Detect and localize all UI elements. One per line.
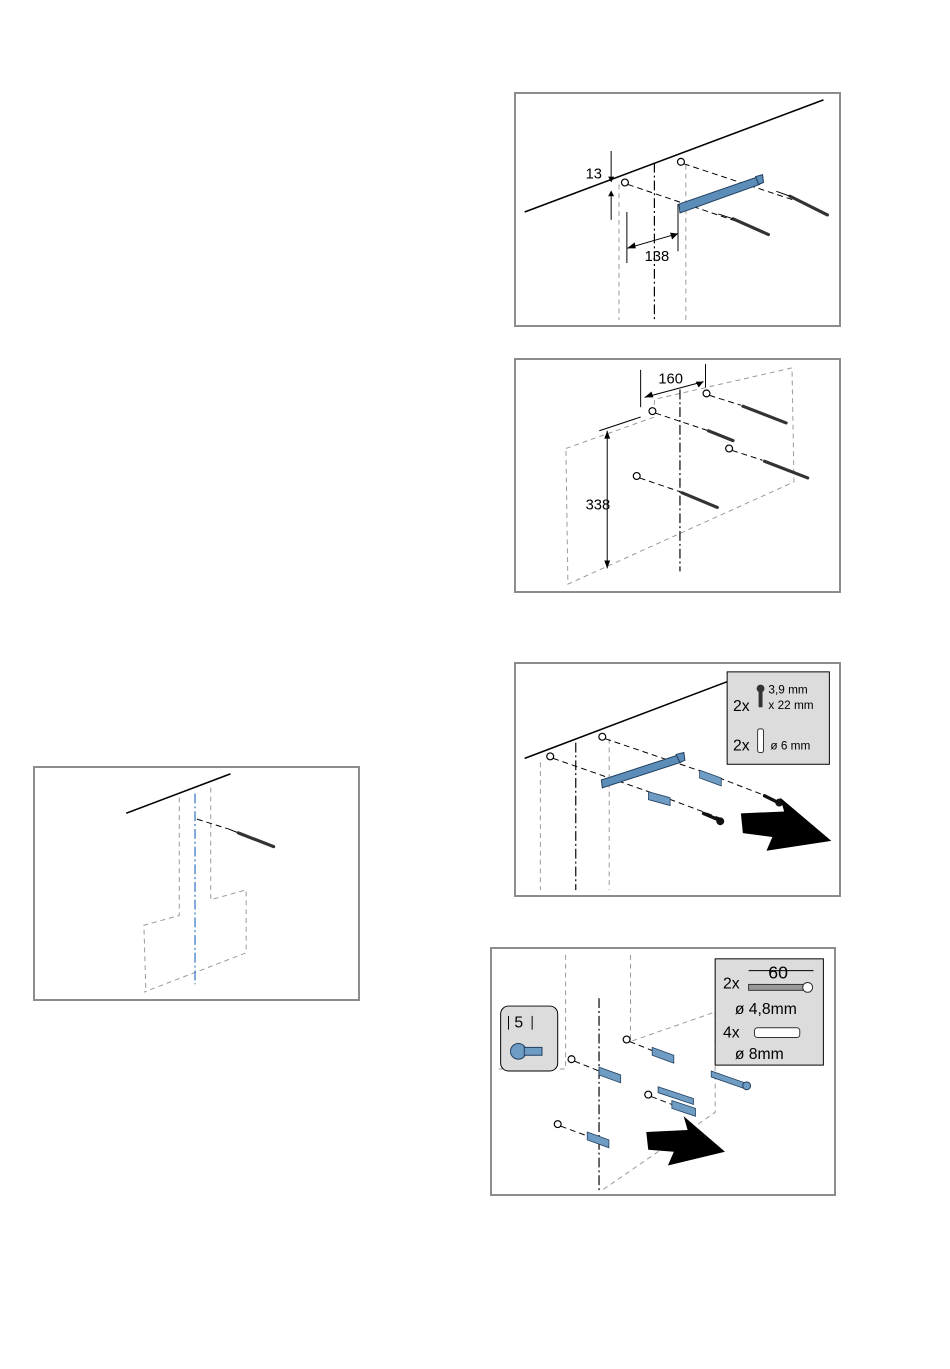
- aim-line: [684, 164, 794, 200]
- wall-plug: [700, 770, 722, 786]
- figure-appliance-fixing: 5 2x 60 ø 4,8mm 4x ø 8mm: [490, 947, 836, 1196]
- screw-depth-inset: [501, 1006, 558, 1071]
- aim-line: [651, 1097, 672, 1105]
- screw-shaft-icon: [524, 1047, 542, 1055]
- arrow-head: [604, 561, 610, 569]
- appliance-fixing-drawing: 5 2x 60 ø 4,8mm 4x ø 8mm: [492, 949, 834, 1194]
- aim-line: [553, 758, 660, 795]
- aim-line: [630, 1041, 655, 1051]
- drill-hole-marker: [554, 1121, 561, 1128]
- arrow-head: [604, 431, 610, 439]
- wall-plug-icon: [758, 729, 764, 753]
- drill-hole-marker: [726, 445, 733, 452]
- legend-qty-screw: 2x: [733, 698, 750, 715]
- ceiling-edge-line: [525, 682, 727, 759]
- screw-head: [743, 1082, 751, 1090]
- figure-bracket-marking: 13 138: [514, 92, 841, 327]
- aim-line: [732, 450, 762, 460]
- pencil: [733, 219, 768, 235]
- drill-hole-marker: [621, 179, 628, 186]
- screw-head: [716, 817, 724, 825]
- drill-hole-marker: [633, 473, 640, 480]
- pencil: [682, 493, 717, 508]
- aim-line: [197, 819, 228, 829]
- aim-line: [709, 395, 740, 405]
- mounting-bracket: [601, 754, 681, 787]
- mounting-bracket: [679, 177, 760, 213]
- wall-plug-icon: [755, 1028, 800, 1038]
- pencil: [238, 833, 273, 847]
- legend-size-plug: ø 6 mm: [770, 740, 810, 753]
- pencil: [743, 406, 786, 423]
- wall-plug: [652, 1047, 674, 1063]
- legend-length-label: 60: [768, 963, 788, 983]
- legend-size-plug: ø 8mm: [735, 1046, 784, 1063]
- screw: [764, 796, 776, 802]
- drill-hole-marker: [645, 1091, 652, 1098]
- arrow-head: [608, 190, 614, 196]
- wall-plug: [649, 792, 671, 806]
- dimension-138-label: 138: [645, 249, 670, 265]
- legend-size-screw-a: 3,9 mm: [768, 683, 807, 696]
- screw-icon: [757, 685, 765, 693]
- drill-hole-marker: [649, 408, 656, 415]
- arrow-head: [645, 391, 654, 397]
- figure-bracket-fixing: 2x 3,9 mm x 22 mm 2x ø 6 mm: [514, 662, 841, 897]
- wall-plug: [587, 1132, 609, 1148]
- drill-hole-marker: [703, 390, 710, 397]
- push-direction-arrow: [646, 1116, 725, 1165]
- drill-hole-marker: [547, 753, 554, 760]
- arrow-head: [670, 233, 678, 240]
- aim-line: [561, 1126, 588, 1136]
- aim-line: [574, 1061, 599, 1071]
- figure-wall-marking: 160 338: [514, 358, 841, 593]
- appliance-outline: [144, 797, 179, 992]
- drill-hole-marker: [568, 1056, 575, 1063]
- aim-line: [655, 413, 708, 431]
- legend-qty-long-screw: 2x: [723, 975, 740, 992]
- drill-hole-marker: [623, 1036, 630, 1043]
- figure-centre-line: [33, 766, 360, 1001]
- aim-line: [640, 478, 680, 492]
- arrow-head: [696, 382, 704, 388]
- legend-size-long-screw: ø 4,8mm: [735, 1001, 797, 1018]
- dimension-160-label: 160: [658, 372, 683, 388]
- legend-qty-plug: 2x: [733, 738, 750, 755]
- wall-plug: [599, 1067, 621, 1083]
- drill-hole-marker: [599, 733, 606, 740]
- wall-marking-drawing: 160 338: [516, 360, 839, 591]
- pencil: [708, 431, 733, 441]
- drill-hole-marker: [678, 158, 685, 165]
- centre-line-drawing: [35, 768, 358, 999]
- bracket-marking-drawing: 13 138: [516, 94, 839, 325]
- dimension-338-label: 338: [586, 497, 611, 513]
- ceiling-edge-line: [126, 774, 230, 813]
- bracket-fixing-drawing: 2x 3,9 mm x 22 mm 2x ø 6 mm: [516, 664, 839, 895]
- pencil: [764, 461, 807, 478]
- dimension-13-label: 13: [586, 167, 602, 183]
- pencil-tip: [228, 829, 238, 833]
- legend-qty-plug: 4x: [723, 1025, 740, 1042]
- long-screw: [711, 1071, 744, 1089]
- arrow-head: [627, 242, 636, 248]
- long-screw-icon: [803, 982, 813, 992]
- push-direction-arrow: [741, 798, 831, 851]
- long-screw-icon: [749, 984, 806, 990]
- screw-depth-label: 5: [514, 1015, 523, 1032]
- pencil: [790, 196, 827, 215]
- legend-size-screw-b: x 22 mm: [768, 699, 813, 712]
